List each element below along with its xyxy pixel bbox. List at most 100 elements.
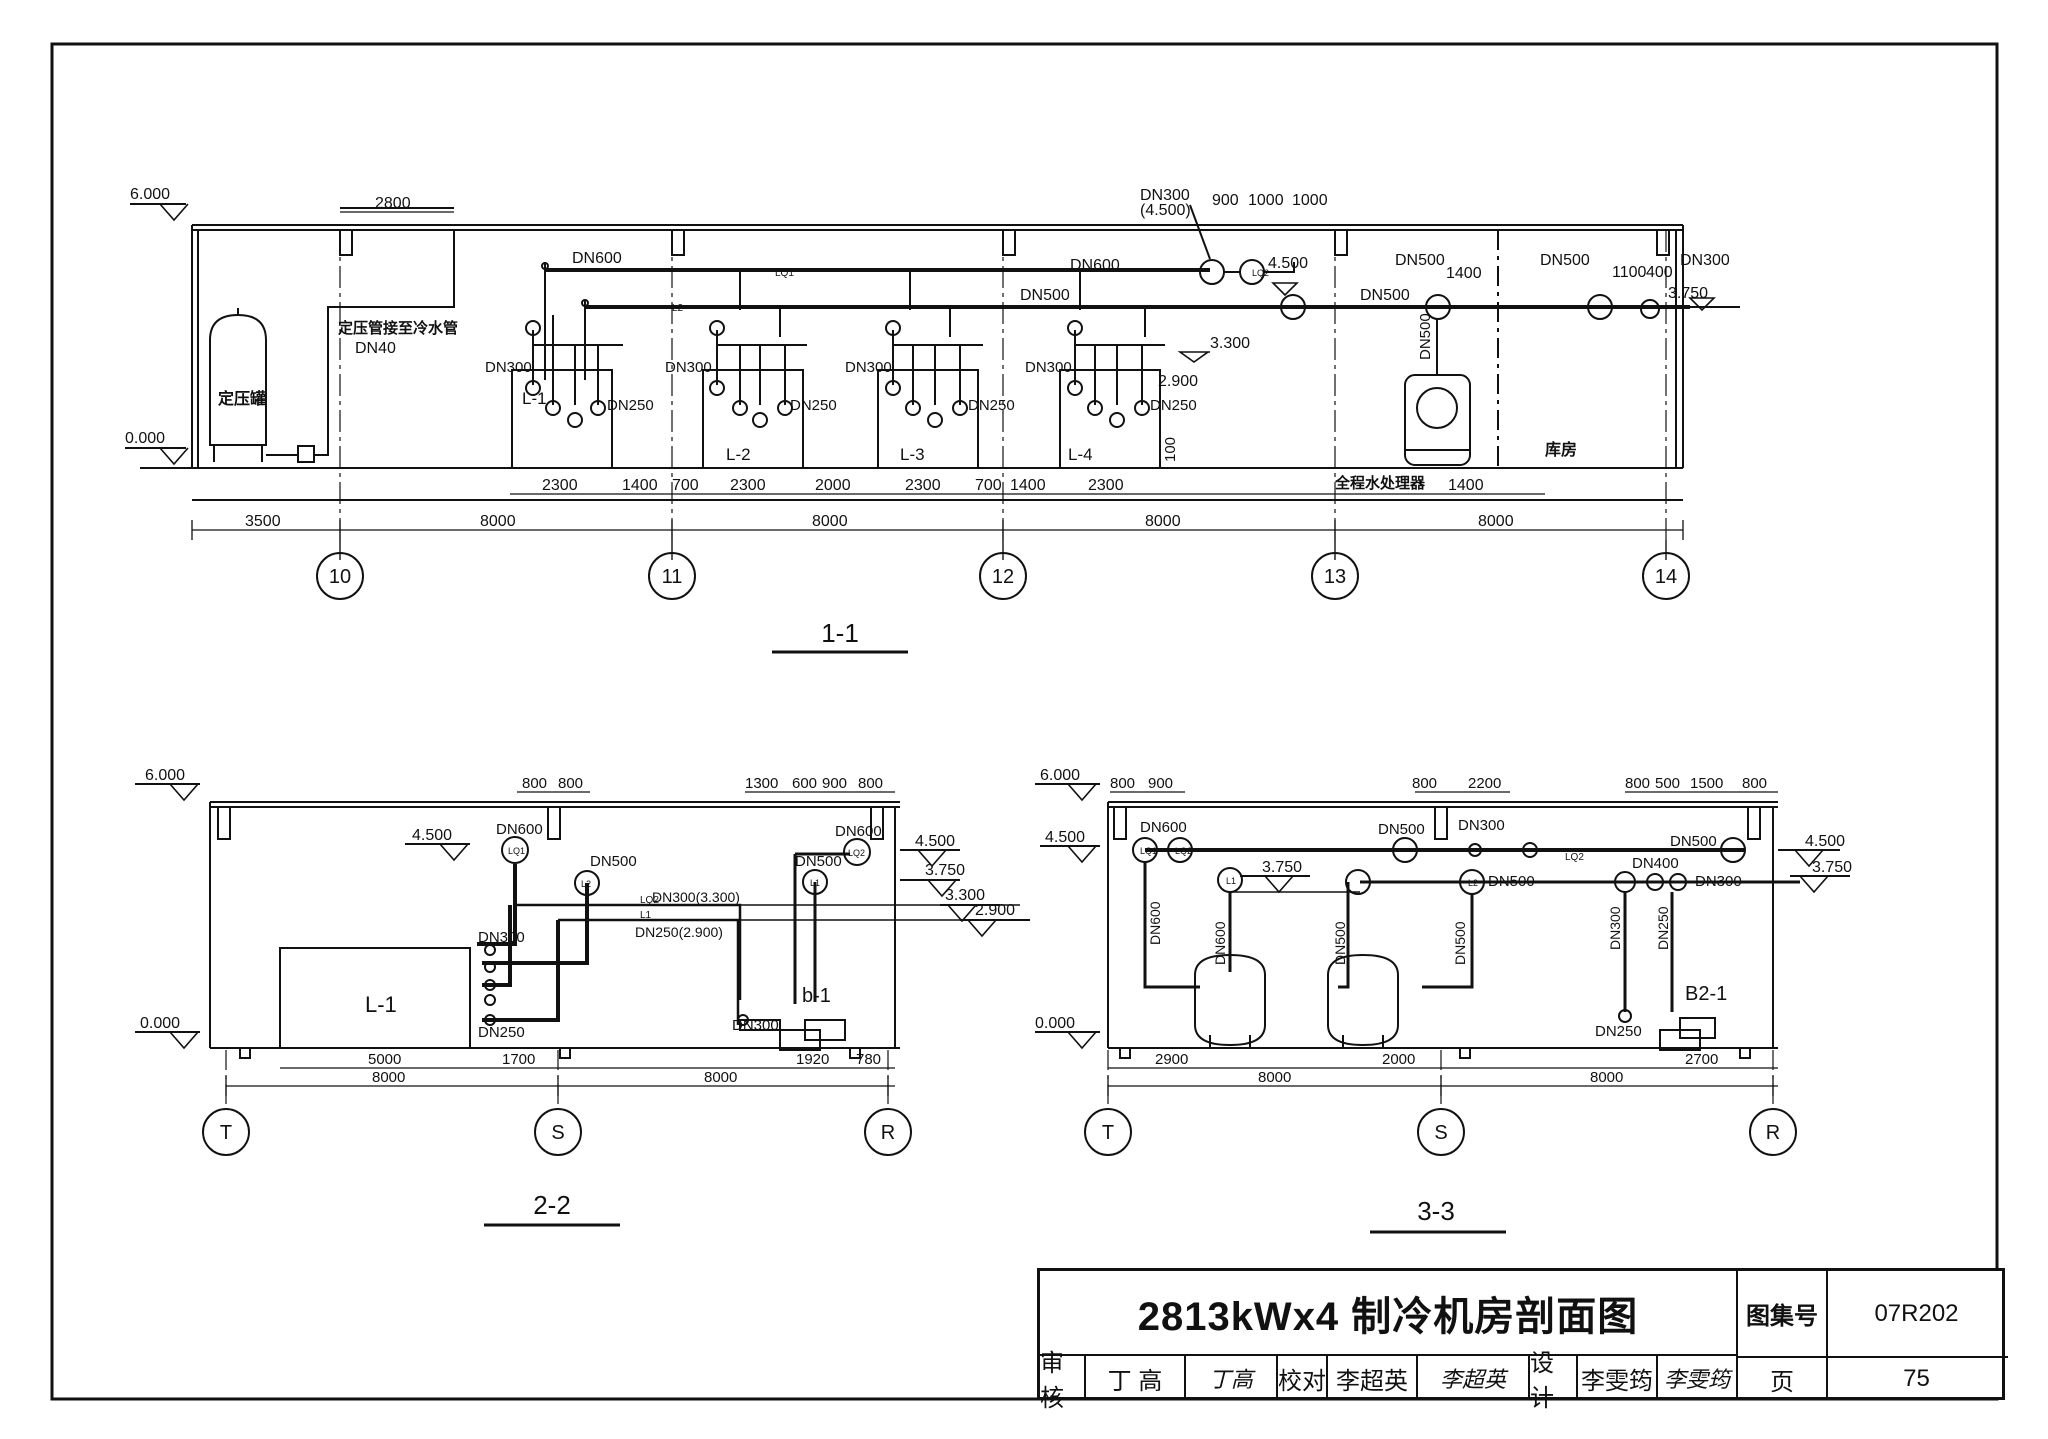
dim-2-top-0: 800 [522, 775, 547, 792]
lbl-tank-note: 定压管接至冷水管 [338, 319, 458, 337]
dim-1-b1-4: 2000 [815, 477, 851, 494]
designer-signature: 李雯筠 [1658, 1356, 1738, 1400]
dim-2-b1-0: 5000 [368, 1051, 401, 1068]
title-block-divider [1738, 1356, 2008, 1358]
lbl-3-dn300top: DN300 [1458, 817, 1505, 834]
axis-10: 10 [329, 566, 351, 588]
axis-14: 14 [1655, 566, 1677, 588]
dim-3-b1-2: 2700 [1685, 1051, 1718, 1068]
chiller-l2-dnin: DN300 [665, 359, 712, 376]
elev-3-floor: 0.000 [1035, 1015, 1075, 1032]
lbl-3-l2: L2 [1468, 878, 1478, 888]
dim-1-b2-3: 8000 [1145, 513, 1181, 530]
lbl-3-pump: B2-1 [1685, 983, 1727, 1005]
dim-2-b2-1: 8000 [704, 1069, 737, 1086]
drawing-frame [50, 42, 1999, 1401]
lbl-3-pipe-lq2: LQ2 [1565, 852, 1584, 863]
lbl-2-lq1: LQ1 [508, 846, 525, 856]
axis-3-t: T [1102, 1122, 1114, 1144]
chiller-l2 [702, 320, 807, 469]
lbl-3-dn400: DN400 [1632, 855, 1679, 872]
dim-1-b1-6: 700 [975, 477, 1002, 494]
axis-2-s: S [551, 1122, 564, 1144]
reviewer-signature: 丁高 [1186, 1356, 1278, 1400]
dim-3-top-6: 1500 [1690, 775, 1723, 792]
dim-1-b2-1: 8000 [480, 513, 516, 530]
lbl-l2: L2 [672, 303, 684, 314]
lbl-dn600-a: DN600 [572, 250, 622, 267]
dim-1-top-6: 400 [1646, 264, 1673, 281]
atlas-label: 图集号 [1738, 1271, 1828, 1356]
lbl-3-dn600v2: DN600 [1212, 921, 1228, 965]
chiller-l2-dnout: DN250 [790, 397, 837, 414]
dim-1-b1-3: 2300 [730, 477, 766, 494]
dim-3-top-3: 2200 [1468, 775, 1501, 792]
lbl-2-dn600b: DN600 [835, 823, 882, 840]
elev-3-ra: 4.500 [1805, 833, 1845, 850]
dim-1-top-3: 1000 [1292, 192, 1328, 209]
chiller-l1 [511, 315, 623, 469]
dim-2-b1-3: 780 [856, 1051, 881, 1068]
dim-3-top-1: 900 [1148, 775, 1173, 792]
lbl-2-pump: b-1 [802, 985, 831, 1007]
dim-1-top-2: 1000 [1248, 192, 1284, 209]
dim-2-b2-0: 8000 [372, 1069, 405, 1086]
chiller-l1-dnin: DN300 [485, 359, 532, 376]
section-2-2-label: 2-2 [533, 1190, 571, 1220]
axis-12: 12 [992, 566, 1014, 588]
dim-2-top-5: 800 [858, 775, 883, 792]
lbl-dn500-vert: DN500 [1417, 313, 1434, 360]
design-label: 设计 [1530, 1350, 1578, 1412]
lbl-dn500-b: DN500 [1360, 287, 1410, 304]
dim-1-top-1: 900 [1212, 192, 1239, 209]
chiller-l3 [877, 320, 983, 469]
reviewer-name: 丁 高 [1086, 1356, 1186, 1400]
dim-3-top-2: 800 [1412, 775, 1437, 792]
elev-3-rb: 3.750 [1812, 859, 1852, 876]
lbl-3-dn300right: DN300 [1695, 873, 1742, 890]
lbl-tank: 定压罐 [217, 389, 266, 408]
lbl-2-dn500a: DN500 [590, 853, 637, 870]
elev-2-rb: 3.750 [925, 862, 965, 879]
dim-2-top-1: 800 [558, 775, 583, 792]
dim-3-top-7: 800 [1742, 775, 1767, 792]
elev-3-left: 4.500 [1045, 829, 1085, 846]
lbl-dn500-a: DN500 [1020, 287, 1070, 304]
section-1-1-label: 1-1 [821, 618, 859, 648]
dim-1-b1-5: 2300 [905, 477, 941, 494]
lbl-2-l1: L1 [810, 878, 820, 888]
elev-2-left: 4.500 [412, 827, 452, 844]
elev-2-ra: 4.500 [915, 833, 955, 850]
dim-1-b2-2: 8000 [812, 513, 848, 530]
title-block: 2813kWx4 制冷机房剖面图 图集号 07R202 审核 丁 高 丁高 校对… [1037, 1268, 2008, 1412]
lbl-3-lq1: LQ1 [1140, 846, 1157, 856]
section-2-2 [135, 783, 1030, 1227]
axis-2-r: R [881, 1122, 895, 1144]
chiller-l4 [1059, 320, 1165, 469]
page-label: 页 [1738, 1358, 1828, 1400]
lbl-dn300-top-elev: (4.500) [1140, 202, 1191, 219]
section-1-1 [125, 203, 1740, 654]
drawing-title: 2813kWx4 制冷机房剖面图 [1040, 1271, 1738, 1356]
lbl-2-dn500b: DN500 [795, 853, 842, 870]
elev-2-rc: 3.300 [945, 887, 985, 904]
lbl-dn300-right: DN300 [1680, 252, 1730, 269]
checker-name: 李超英 [1328, 1356, 1418, 1400]
elev-3-top: 6.000 [1040, 767, 1080, 784]
chiller-l1-dnout: DN250 [607, 397, 654, 414]
dim-2-top-4: 900 [822, 775, 847, 792]
elev-1-top: 6.000 [130, 186, 170, 203]
chiller-l4-dnin: DN300 [1025, 359, 1072, 376]
axis-3-s: S [1434, 1122, 1447, 1144]
lbl-storage: 库房 [1545, 440, 1577, 459]
chiller-l4-dnout: DN250 [1150, 397, 1197, 414]
elev-2-top: 6.000 [145, 767, 185, 784]
dim-1-top-4: 1400 [1446, 265, 1482, 282]
dim-2-top-2: 1300 [745, 775, 778, 792]
lbl-3-dn250v: DN250 [1655, 906, 1671, 950]
axis-13: 13 [1324, 566, 1346, 588]
lbl-lq2: LQ2 [1252, 268, 1269, 278]
dim-3-b2-0: 8000 [1258, 1069, 1291, 1086]
dim-2-b1-2: 1920 [796, 1051, 829, 1068]
